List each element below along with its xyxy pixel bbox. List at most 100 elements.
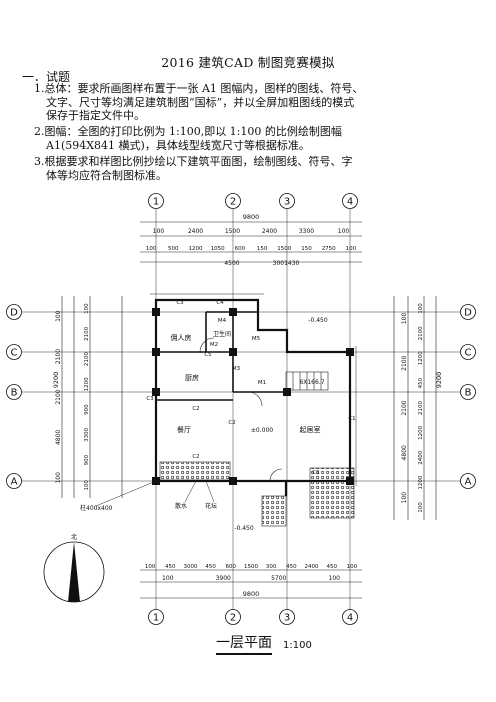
opening-tag: M2 [210, 342, 218, 348]
dimension-text: 100 [338, 228, 350, 235]
label-leaders [95, 480, 215, 507]
dimension-text: 600 [226, 564, 237, 570]
dimension-text: 2100 [84, 352, 90, 366]
dimension-text: 2100 [401, 355, 408, 370]
elevation-outer: -0.450 [308, 317, 328, 324]
opening-tag: C3 [176, 300, 184, 306]
stair [285, 371, 329, 391]
dimension-text: 1500 [277, 246, 291, 252]
dimension-text: 3000 [183, 564, 197, 570]
dimension-text: 3900 [216, 575, 231, 582]
axis-bubble-bottom-4-label: 4 [347, 613, 353, 624]
dimension-text: 2100 [55, 349, 62, 364]
dimension-text: 3300 [84, 427, 90, 441]
dimension-text: 1200 [84, 377, 90, 391]
stair-note: 6X166.7 [299, 379, 324, 386]
north-arrow [43, 541, 105, 603]
dimension-text: 100 [329, 575, 341, 582]
item-3: 3.根据要求和样图比例抄绘以下建筑平面图，绘制图线、符号、字 体等均应符合制图标… [34, 155, 464, 182]
dimension-text: 2100 [55, 389, 62, 404]
item-3-line-2: 体等均应符合制图标准。 [46, 168, 167, 182]
top-dimension-lines [140, 221, 362, 263]
dimension-text: 100 [145, 564, 156, 570]
section-heading: 一．试题 [22, 70, 71, 84]
label-drain: 散水 [175, 502, 187, 510]
dimension-text: 450 [418, 377, 424, 388]
porch-hatch-right [309, 467, 355, 519]
dimension-text: 4800 [401, 445, 408, 460]
opening-tag: M1 [258, 380, 266, 386]
north-label: 北 [71, 533, 77, 541]
axis-bubble-top-1 [148, 193, 164, 209]
dimension-text: 2100 [418, 326, 424, 340]
opening-tag: M5 [252, 336, 261, 342]
dimension-text: 1200 [418, 351, 424, 365]
room-kitchen: 厨房 [185, 373, 199, 382]
dimension-text: 2100 [418, 401, 424, 415]
dimension-text: 500 [168, 246, 179, 252]
dimension-text: 150 [257, 246, 268, 252]
dimension-text: 3300 [299, 228, 314, 235]
dimension-text: 1500 [244, 564, 258, 570]
document-title: 2016 建筑CAD 制图竞赛模拟 [161, 55, 335, 70]
dimension-text: 100 [84, 480, 90, 491]
exterior-walls [154, 298, 352, 496]
item-1-line-1: 1.总体：要求所画图样布置于一张 A1 图幅内，图样的图线、符号、 [34, 82, 364, 95]
axis-bubble-bottom-1-label: 1 [153, 613, 159, 624]
dimension-text: 4800 [55, 430, 62, 445]
room-dining: 餐厅 [177, 425, 191, 434]
dimension-text: 1200 [189, 246, 203, 252]
axis-bubble-right-A [460, 473, 476, 489]
drain-line [150, 293, 357, 486]
dim-top-total: 9800 [243, 213, 260, 221]
axis-bubble-right-C-label: C [465, 348, 472, 359]
axis-bubble-left-D [6, 304, 22, 320]
door-swings [199, 337, 283, 482]
dimension-text: 100 [347, 564, 358, 570]
dimension-text: 450 [205, 564, 216, 570]
plan-scale: 1:100 [283, 640, 312, 651]
dimension-text: 100 [401, 492, 408, 504]
dimension-text: 2400 [188, 228, 203, 235]
dimension-text: 300 [266, 564, 277, 570]
axis-bubble-bottom-1 [148, 609, 164, 625]
dimension-text: 100 [418, 502, 424, 513]
dimension-text: 450 [286, 564, 297, 570]
label-planter: 花坛 [205, 502, 217, 510]
interior-walls [156, 311, 290, 401]
dimension-text: 2100 [401, 400, 408, 415]
label-column: 柱400x400 [80, 504, 113, 512]
dim-right-total: 9200 [435, 372, 443, 389]
dimension-text: 1500 [225, 228, 240, 235]
right-dimension-lines [393, 296, 437, 520]
axis-bubble-left-B [6, 384, 22, 400]
axis-bubble-top-2-label: 2 [230, 197, 236, 208]
dimension-text: 100 [346, 246, 357, 252]
room-living: 起居室 [300, 425, 321, 434]
axis-bubble-bottom-3-label: 3 [284, 613, 290, 624]
opening-tag: M4 [218, 318, 227, 324]
opening-tag: C2 [192, 454, 199, 460]
opening-tag: C3 [146, 396, 154, 402]
porch-hatch-left [159, 461, 231, 481]
dim-left-total: 9200 [52, 372, 60, 389]
dimension-text: 100 [162, 575, 174, 582]
opening-tag: C1 [348, 416, 355, 422]
dimension-text: 1050 [211, 246, 225, 252]
dimension-text: 100 [84, 303, 90, 314]
axis-bubble-right-A-label: A [465, 477, 472, 488]
opening-tag: C5 [204, 352, 212, 358]
dimension-text: 100 [146, 246, 157, 252]
axis-bubble-bottom-2 [225, 609, 241, 625]
dimension-text: 2100 [84, 326, 90, 340]
item-2-line-2: A1(594X841 横式)，具体线型线宽尺寸等根据标准。 [46, 138, 310, 152]
axis-bubble-left-D-label: D [10, 308, 18, 319]
axis-bubble-top-3 [279, 193, 295, 209]
axis-bubble-right-D-label: D [464, 308, 472, 319]
dimension-text: 100 [153, 228, 165, 235]
plan-title: 一层平面 [216, 632, 272, 655]
room-wc: 卫生间 [213, 330, 231, 338]
dimension-text: 100 [55, 472, 62, 484]
dimension-text: 100 [55, 310, 62, 322]
axis-bubble-bottom-4 [342, 609, 358, 625]
